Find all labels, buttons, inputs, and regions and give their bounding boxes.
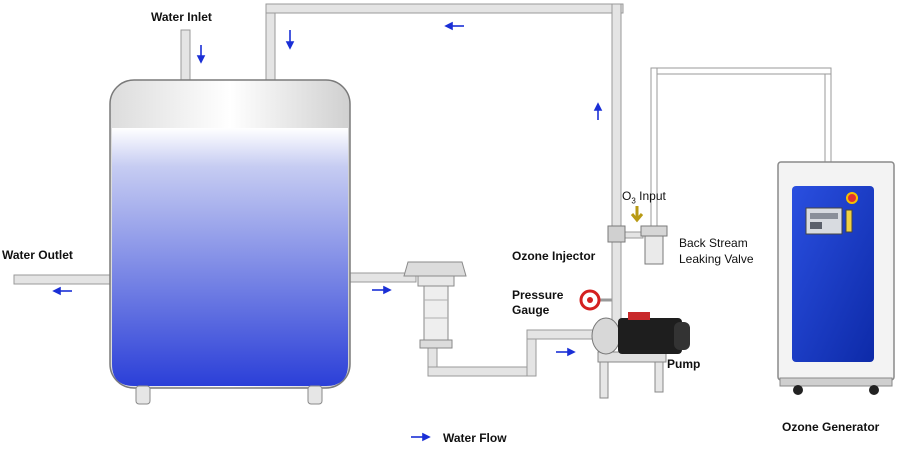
tank-leg-left — [135, 385, 151, 405]
water-outlet-pipe — [13, 274, 113, 285]
flow-arrow-icon — [444, 21, 464, 31]
back-stream-valve-label-line1: Back Stream — [679, 236, 748, 250]
ozone-generator-unit — [777, 161, 895, 395]
filter-head — [403, 261, 467, 277]
generator-power-button — [846, 192, 858, 204]
water-inlet-pipe — [180, 29, 191, 83]
ozone-line-vertical-gen — [824, 67, 832, 167]
legend-arrow-icon — [411, 432, 431, 442]
pump-motor — [618, 318, 682, 354]
flow-arrow-icon — [372, 285, 392, 295]
flow-arrow-icon — [285, 30, 295, 50]
flow-arrow-icon — [196, 45, 206, 64]
ozone-line-top — [650, 67, 832, 75]
generator-indicator — [845, 209, 853, 233]
return-pipe-vertical-left — [265, 7, 276, 83]
flow-arrow-icon — [556, 347, 576, 357]
pump-label: Pump — [667, 357, 701, 371]
o3-input-suffix: Input — [635, 189, 666, 203]
pressure-gauge-label-line2: Gauge — [512, 303, 550, 317]
ozone-generator-label: Ozone Generator — [782, 420, 880, 434]
o3-input-label: O3 Input — [622, 189, 666, 208]
o3-input-subscript: 3 — [631, 196, 636, 206]
pressure-gauge-label-line1: Pressure — [512, 288, 564, 302]
bottom-run-pipe — [427, 366, 537, 377]
filter-neck — [417, 275, 455, 287]
flow-arrow-icon — [52, 286, 72, 296]
pump-foot-left — [599, 361, 609, 399]
generator-base — [779, 377, 893, 387]
ozone-injector — [607, 225, 626, 243]
pump-terminal-box — [628, 312, 650, 320]
pump-motor-cap — [674, 322, 690, 350]
tank-water — [112, 128, 348, 386]
pressure-gauge-icon — [579, 289, 612, 311]
legend-water-flow-label: Water Flow — [443, 431, 507, 445]
generator-display — [805, 207, 843, 235]
filter-housing — [403, 261, 467, 349]
flow-arrow-icon — [593, 102, 603, 120]
back-stream-valve — [640, 225, 668, 265]
o3-input-prefix: O — [622, 189, 632, 203]
pump-riser-pipe — [526, 334, 537, 377]
water-tank — [109, 79, 351, 405]
back-stream-valve-label-line2: Leaking Valve — [679, 252, 754, 266]
filter-canister — [423, 285, 449, 343]
generator-wheel-right — [869, 385, 879, 395]
pipe-network — [13, 3, 832, 377]
o3-input-arrow-icon — [630, 206, 644, 223]
pump-foot-right — [654, 361, 664, 393]
pump-assembly — [591, 312, 690, 399]
tank-leg-right — [307, 385, 323, 405]
water-inlet-label: Water Inlet — [151, 10, 212, 24]
filter-base — [419, 339, 453, 349]
water-outlet-label: Water Outlet — [2, 248, 73, 262]
return-pipe-vertical-right — [611, 3, 622, 335]
return-pipe-top — [265, 3, 624, 14]
generator-wheel-left — [793, 385, 803, 395]
pump-volute — [591, 317, 621, 355]
ozone-injector-label: Ozone Injector — [512, 249, 596, 263]
